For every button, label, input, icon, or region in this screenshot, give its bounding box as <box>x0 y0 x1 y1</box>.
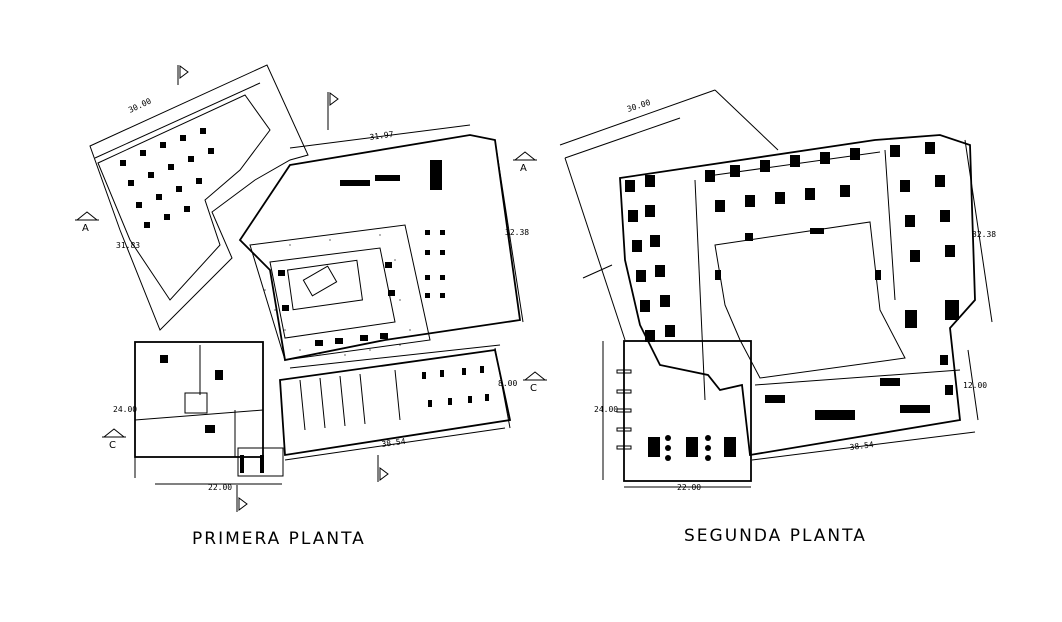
dimension-line <box>751 431 976 461</box>
svg-text:C: C <box>530 383 537 394</box>
second-floor-title: SEGUNDA PLANTA <box>684 526 867 546</box>
central-feature <box>302 265 338 297</box>
section-mark-a-left: A <box>75 211 99 234</box>
restrooms <box>237 447 284 477</box>
inner-courtyard <box>714 221 906 379</box>
nw-wing-outline <box>89 64 309 331</box>
dimension-line <box>94 82 261 159</box>
dim-label: 31.83 <box>116 241 140 250</box>
property-line <box>582 264 613 279</box>
dimension-line <box>284 427 506 461</box>
section-mark-a-right: A <box>513 151 537 174</box>
wall <box>754 369 961 386</box>
dim-label: 30.00 <box>626 98 652 114</box>
sw-block-outline <box>134 341 264 458</box>
dim-label: 32.38 <box>505 228 529 237</box>
wall <box>359 373 366 425</box>
nw-wing-inner <box>97 94 271 301</box>
dim-label: 38.54 <box>849 440 874 452</box>
svg-text:A: A <box>520 163 527 174</box>
dim-label: 31.97 <box>369 130 394 142</box>
meeting-hall <box>623 340 752 482</box>
dim-label: 38.54 <box>381 437 406 449</box>
elevator <box>184 392 208 414</box>
furniture <box>625 142 959 461</box>
wall <box>134 409 264 421</box>
property-line <box>564 157 626 341</box>
courtyard <box>249 224 431 361</box>
dim-label: 30.00 <box>127 96 153 114</box>
dim-label: 22.00 <box>208 483 232 492</box>
section-mark-c-left: C <box>102 428 126 451</box>
wall <box>299 379 306 431</box>
central-garden <box>286 259 364 311</box>
wall <box>694 179 706 401</box>
svg-text:C: C <box>109 440 116 451</box>
dimension-line <box>494 139 524 323</box>
second-floor-plan: 30.00 32.38 24.00 22.00 38.54 12.00 <box>559 89 996 492</box>
main-block-outline <box>238 134 522 362</box>
furniture <box>120 128 489 473</box>
property-line <box>564 117 681 159</box>
wall <box>289 344 501 369</box>
courtyard-inner <box>269 247 396 339</box>
se-wing-outline <box>279 348 512 457</box>
dim-label: 22.00 <box>677 483 701 492</box>
svg-text:A: A <box>82 223 89 234</box>
dimension-line <box>559 89 716 146</box>
wall <box>394 369 401 421</box>
dimension-line <box>967 349 979 421</box>
patio-dots <box>264 234 411 356</box>
windows <box>616 369 632 450</box>
section-mark-b <box>177 65 389 512</box>
dim-label: 24.00 <box>594 405 618 414</box>
property-line <box>714 89 779 151</box>
dimension-line <box>494 347 511 429</box>
dim-label: 8.00 <box>498 379 517 388</box>
section-mark-c-right: C <box>523 371 547 394</box>
wall <box>339 375 346 427</box>
dim-label: 24.00 <box>113 405 137 414</box>
dimension-line <box>964 139 993 323</box>
dim-label: 32.38 <box>972 230 996 239</box>
dim-label: 12.00 <box>963 381 987 390</box>
wall <box>319 377 326 429</box>
wall <box>884 149 896 301</box>
dimension-line <box>289 124 471 149</box>
first-floor-plan: 30.00 31.97 32.38 31.83 24.00 22.00 38.5… <box>75 64 547 512</box>
first-floor-title: PRIMERA PLANTA <box>192 529 366 549</box>
